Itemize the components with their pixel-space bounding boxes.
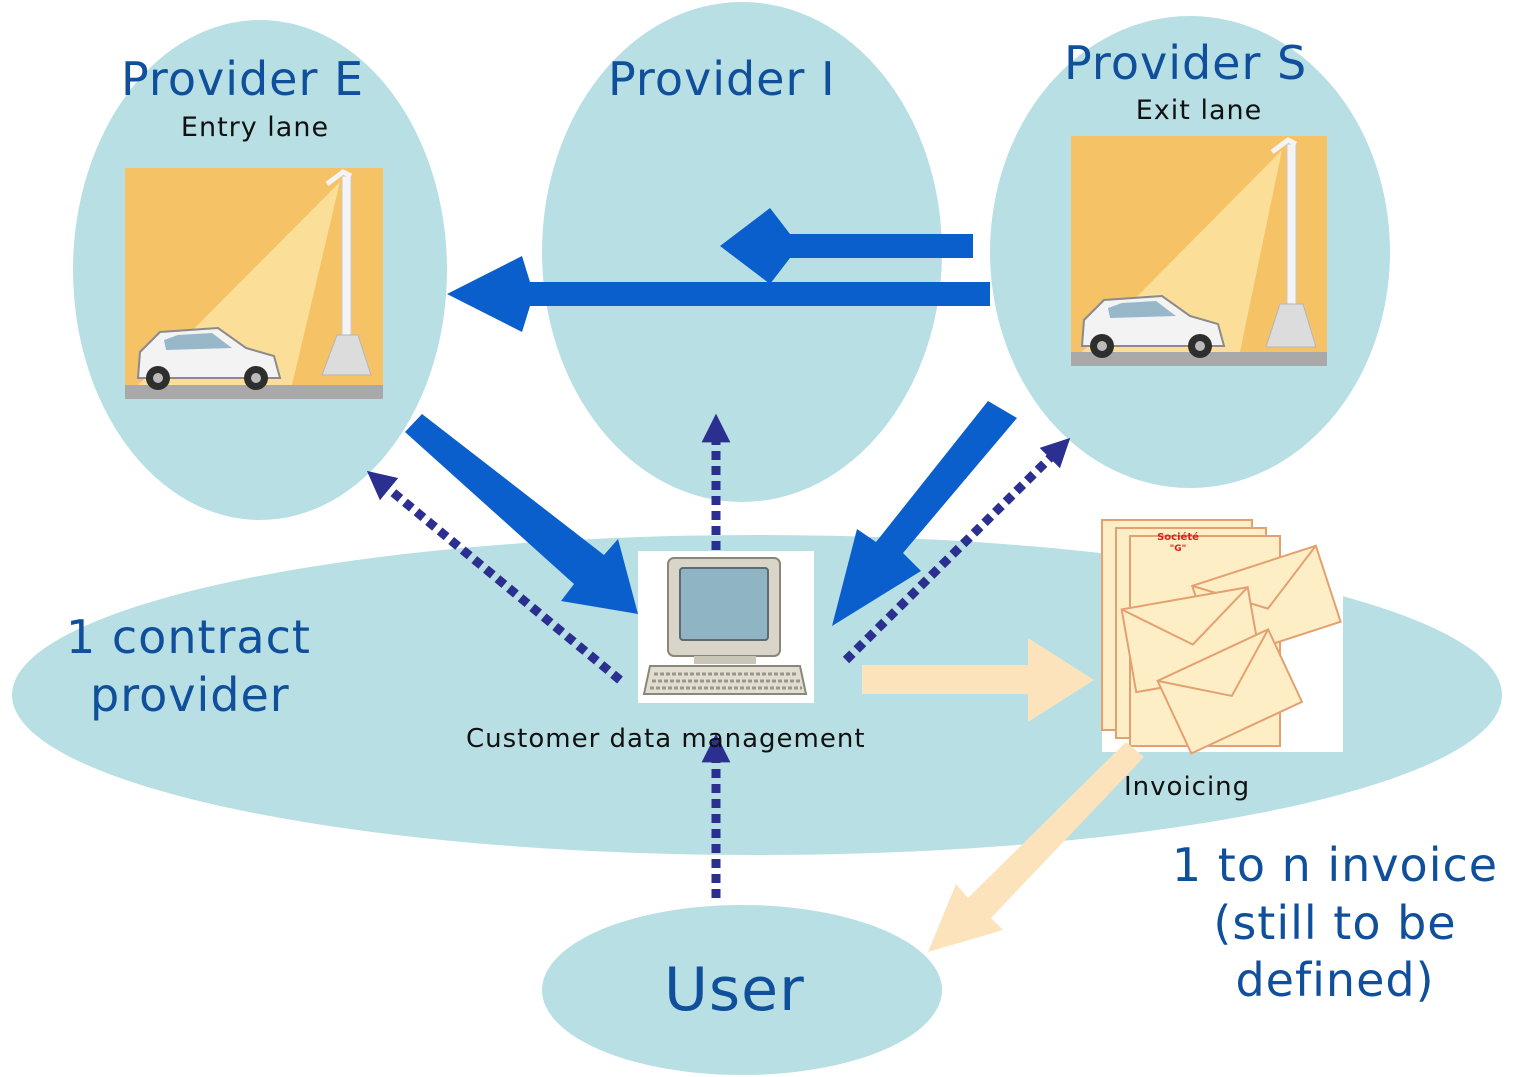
contract-label-line1: 1 contract bbox=[66, 610, 311, 664]
dotted-arrow-to-provider-e bbox=[366, 470, 623, 684]
computer-label: Customer data management bbox=[466, 724, 866, 754]
user-ellipse bbox=[542, 905, 942, 1075]
provider-s-title: Provider S bbox=[1064, 36, 1308, 90]
provider-e-title: Provider E bbox=[121, 52, 365, 106]
invoice-note-line3: defined) bbox=[1235, 953, 1435, 1007]
dotted-arrow-to-provider-s bbox=[842, 437, 1071, 664]
provider-e-subtitle: Entry lane bbox=[180, 112, 330, 143]
arrow-s-to-i bbox=[720, 208, 973, 284]
car-icon bbox=[136, 326, 282, 390]
invoicing-label: Invoicing bbox=[1124, 772, 1251, 802]
arrow-computer-to-invoicing bbox=[862, 638, 1094, 722]
solid-arrows bbox=[405, 208, 1017, 626]
arrow-s-to-computer bbox=[832, 401, 1017, 626]
provider-s-subtitle: Exit lane bbox=[1135, 95, 1263, 126]
contract-label-line2: provider bbox=[90, 668, 290, 722]
invoice-note-line1: 1 to n invoice bbox=[1171, 838, 1499, 892]
invoice-company-sub: "G" bbox=[1169, 544, 1187, 554]
arrow-invoicing-to-user bbox=[928, 742, 1144, 952]
arrow-s-to-e bbox=[447, 256, 990, 332]
provider-i-title: Provider I bbox=[608, 52, 836, 106]
entry-lane-picture bbox=[125, 168, 383, 399]
exit-lane-picture bbox=[1071, 136, 1327, 366]
arrow-e-to-computer bbox=[405, 414, 638, 614]
invoice-arrows bbox=[862, 638, 1144, 952]
invoice-icon bbox=[1101, 519, 1343, 755]
computer-icon bbox=[638, 551, 814, 703]
dotted-arrows bbox=[366, 413, 1071, 898]
invoice-company: Société bbox=[1157, 532, 1199, 543]
invoice-note-line2: (still to be bbox=[1213, 896, 1457, 950]
user-label: User bbox=[664, 955, 805, 1025]
car-icon bbox=[1080, 294, 1226, 358]
